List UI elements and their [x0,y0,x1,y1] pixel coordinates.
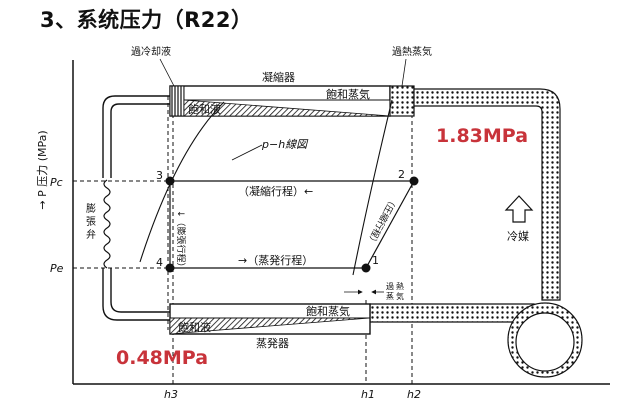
ph-diagram-pointer [231,144,263,161]
sat-vapor-curve [352,99,393,276]
pe-label: Pe [50,262,64,275]
compression-line [365,180,415,269]
sat-liquid-top-label: 飽和液 [188,102,221,116]
h2-label: h2 [407,388,421,401]
left-pipe-bottom [102,268,170,321]
expansion-valve-label: 膨張弁 [86,202,96,241]
low-pressure-value: 0.48MPa [116,347,208,369]
point-1-label: 1 [372,254,379,267]
evaporating-process-label: →（蒸発行程） [238,253,313,267]
point-3-label: 3 [156,169,163,182]
superheated-top-pointer [401,58,407,87]
page-title: 3、系统压力（R22） [40,8,253,32]
superheated-top-block [389,85,415,117]
subcooled-label: 過冷却液 [131,45,171,58]
sat-vapor-top-label: 飽和蒸気 [326,87,370,101]
point-4 [165,263,175,273]
point-3 [165,176,175,186]
h3-label: h3 [164,388,178,401]
subcooled-pointer [159,58,175,87]
condenser-label: 凝縮器 [262,70,295,84]
sat-liquid-curve [139,101,225,263]
guide-lines [73,86,413,384]
point-4-label: 4 [156,256,163,269]
condensing-process-label: （凝縮行程）← [238,184,313,198]
y-axis-label: → P 压力 (MPa) [36,130,49,209]
pc-label: Pc [50,176,63,189]
high-pressure-value: 1.83MPa [436,125,528,147]
refrigerant-flow-arrow [504,195,534,223]
suction-pipe [369,303,535,323]
superheated-bottom-label: 過熱 蒸気 [386,281,407,301]
refrigerant-label: 冷媒 [507,230,529,243]
point-2-label: 2 [398,168,405,181]
h1-label: h1 [361,388,375,401]
sat-liquid-bottom-label: 飽和液 [178,320,211,334]
ph-diagram-label: p−h線図 [261,138,309,151]
superheated-top-label: 過熱蒸気 [392,45,432,58]
expansion-process-label: ↓（膨張行程） [175,210,187,272]
discharge-pipe [413,88,561,301]
point-1 [361,263,371,273]
condenser-liquid-hatch [183,99,391,117]
evaporator-label: 蒸発器 [256,336,289,350]
point-2 [409,176,419,186]
subcooled-liquid-block [169,85,185,117]
compressor-inner [515,312,575,372]
sat-vapor-bottom-label: 飽和蒸気 [306,304,350,318]
left-pipe [102,95,170,178]
expansion-valve-coil [103,179,111,269]
